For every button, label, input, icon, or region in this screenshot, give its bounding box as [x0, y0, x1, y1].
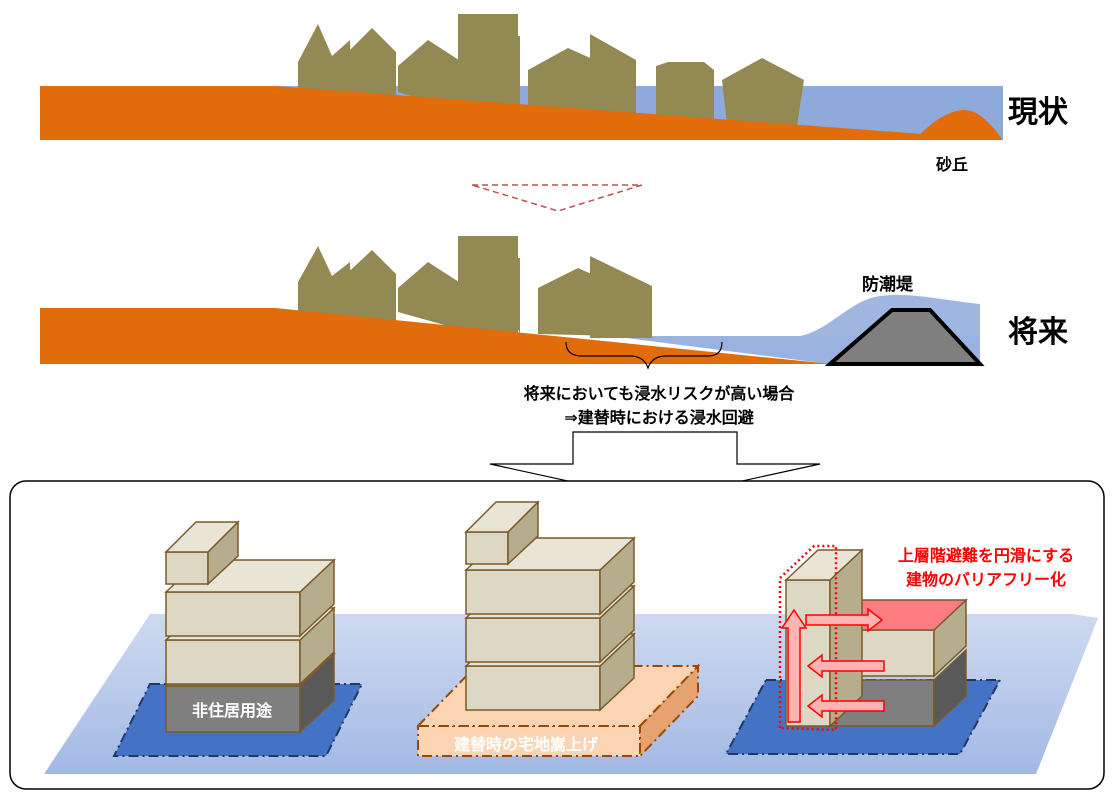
future-ground: [40, 308, 832, 364]
stair-core-outline: [778, 544, 838, 732]
future-houses: [298, 236, 652, 338]
note-line-2: ⇒建替時における浸水回避: [564, 408, 753, 427]
current-ground: [40, 86, 1003, 140]
current-houses: [298, 14, 804, 132]
dune-shape: [915, 110, 1003, 140]
caption-barrier-free-2: 建物のバリアフリー化: [906, 570, 1066, 589]
stage-label-current: 現状: [1008, 95, 1069, 130]
building-non-residential: [112, 520, 364, 757]
evacuation-arrow-roof: [805, 607, 884, 633]
seawall-label: 防潮堤: [862, 274, 914, 295]
future-scene: [40, 236, 985, 370]
evacuation-arrow-low: [806, 693, 885, 719]
building-raised-ground: [415, 500, 701, 759]
current-scene: [40, 14, 1003, 140]
seawall: [824, 308, 985, 366]
building-barrier-free: [724, 544, 1002, 755]
dune-label: 砂丘: [936, 155, 968, 174]
stage-label-future: 将来: [1008, 315, 1068, 350]
transition-arrow-dashed: [471, 184, 643, 212]
label-non-residential: 非住居用途: [192, 701, 273, 720]
evacuation-arrow-up: [780, 608, 808, 723]
caption-barrier-free-1: 上層階避難を円滑にする: [898, 546, 1074, 565]
note-line-1: 将来においても浸水リスクが高い場合: [524, 384, 796, 403]
evacuation-arrow-mid: [806, 653, 885, 679]
risk-zone-brace: [565, 341, 723, 370]
label-raised-ground: 建替時の宅地嵩上げ: [454, 735, 599, 754]
